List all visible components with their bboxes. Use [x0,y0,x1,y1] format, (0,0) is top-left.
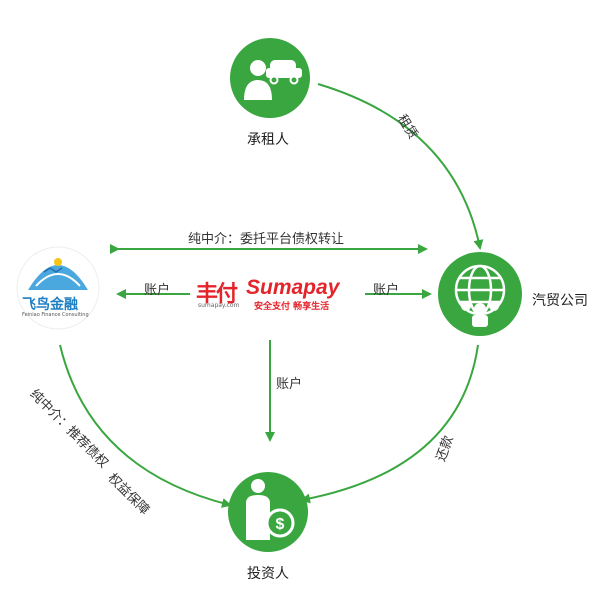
lease-arrow [317,83,484,250]
sumapay-logo: 丰付 Sumapay sumapay.com 安全支付 畅享生活 [196,276,346,312]
feiniao-logo-subtext: Feiniao Finance Consulting [22,312,89,318]
svg-text:$: $ [276,516,285,533]
sumapay-url: sumapay.com [198,302,240,309]
investor-label: 投资人 [247,566,289,582]
sumapay-logo-en: Sumapay [246,276,340,299]
sumapay-logo-cn: 丰付 [196,281,238,306]
investor-dollar-icon [246,479,295,540]
lessee-node [230,38,310,118]
person-car-icon [244,60,302,100]
feiniao-logo-text: 飞鸟金融 [22,297,78,313]
auto-company-label: 汽贸公司 [532,293,588,309]
investor-node: $ [228,472,308,552]
account-right-label: 账户 [373,283,400,298]
transfer-label: 纯中介：委托平台债权转让 [188,232,345,247]
recommend-arrow [59,344,232,508]
feiniao-logo [16,246,100,330]
repay-arrow [300,344,479,504]
sumapay-slogan: 安全支付 畅享生活 [254,302,330,312]
lessee-label: 承租人 [247,132,289,148]
account-left-label: 账户 [144,283,171,298]
account-down-label: 账户 [276,377,303,392]
auto-company-node [438,252,522,336]
